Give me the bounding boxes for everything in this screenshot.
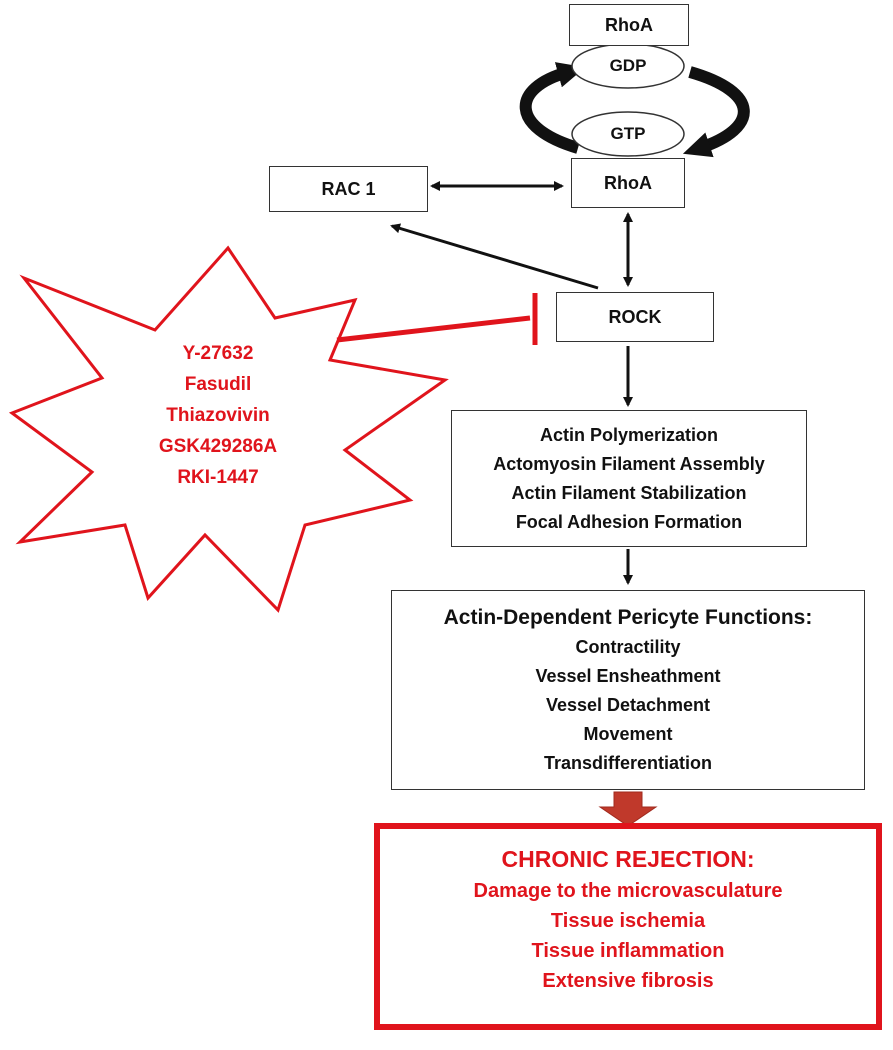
actin-effect-item: Actomyosin Filament Assembly <box>493 453 765 474</box>
pericyte-function-item: Vessel Ensheathment <box>535 666 721 686</box>
rhoa-gtp-label: RhoA <box>604 172 652 193</box>
gdp-label: GDP <box>609 56 647 75</box>
inhibitor-starburst <box>8 245 449 613</box>
inhibitor-item: Fasudil <box>184 374 252 395</box>
rac1-label: RAC 1 <box>321 178 376 199</box>
outcome-border <box>374 823 882 1030</box>
rock-box: ROCK <box>556 292 714 342</box>
actin-effect-item: Focal Adhesion Formation <box>515 511 743 532</box>
inhibitor-list: Y-27632 Fasudil Thiazovivin GSK429286A R… <box>118 338 318 493</box>
cycle-arrow-left <box>519 62 586 154</box>
rac1-box: RAC 1 <box>269 166 428 212</box>
inhibitor-item: GSK429286A <box>158 436 278 457</box>
outcome-item: Tissue ischemia <box>550 910 706 932</box>
actin-effect-item: Actin Filament Stabilization <box>511 482 747 503</box>
pericyte-functions-box: Actin-Dependent Pericyte Functions: Cont… <box>391 590 865 790</box>
gtp-label: GTP <box>610 124 646 143</box>
pericyte-function-item: Movement <box>583 724 673 744</box>
rhoa-gtp-box: RhoA <box>571 158 685 208</box>
pericyte-functions-title: Actin-Dependent Pericyte Functions: <box>443 606 813 629</box>
actin-effects-box: Actin Polymerization Actomyosin Filament… <box>451 410 807 547</box>
outcome-item: Tissue inflammation <box>531 940 725 962</box>
rhoa-gdp-box: RhoA <box>569 4 689 46</box>
pericyte-function-item: Vessel Detachment <box>545 695 711 715</box>
pericyte-function-item: Contractility <box>575 637 681 657</box>
outcome-arrow <box>598 791 658 827</box>
pericyte-function-item: Transdifferentiation <box>543 753 713 773</box>
inhibitor-item: Thiazovivin <box>166 405 270 426</box>
cycle-arrow-right <box>682 66 750 158</box>
outcome-item: Damage to the microvasculature <box>473 880 783 902</box>
inhibition-line <box>336 315 531 343</box>
actin-effect-item: Actin Polymerization <box>539 424 719 445</box>
inhibitor-item: RKI-1447 <box>177 467 259 488</box>
outcome-item: Extensive fibrosis <box>542 970 714 992</box>
inhibitor-item: Y-27632 <box>182 343 254 364</box>
rhoa-gdp-label: RhoA <box>605 14 653 35</box>
gtp-ellipse <box>571 111 685 157</box>
arrow-rock-rac1 <box>390 223 599 290</box>
chronic-rejection-box: CHRONIC REJECTION: Damage to the microva… <box>380 842 876 1022</box>
chronic-rejection-title: CHRONIC REJECTION: <box>501 846 755 872</box>
rock-label: ROCK <box>608 306 662 327</box>
